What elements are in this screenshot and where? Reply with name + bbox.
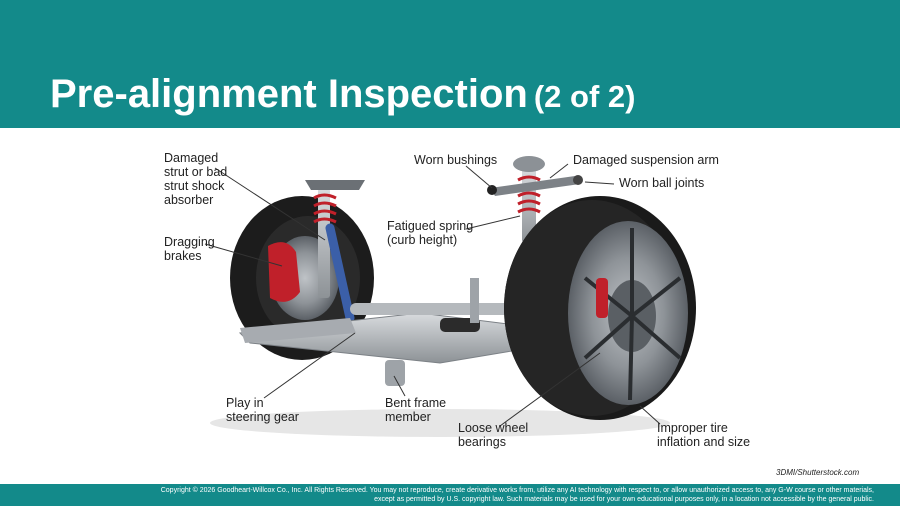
ball-joint [573,175,583,185]
left-strut-mount [305,180,365,190]
steering-rack [350,303,530,315]
suspension-figure: Damaged strut or bad strut shock absorbe… [0,128,900,488]
right-brake-caliper [596,278,608,318]
right-strut-top [513,156,545,172]
label-improper-tire: Improper tire inflation and size [657,421,751,449]
left-strut-brace [325,223,355,323]
label-fatigued-spring: Fatigued spring (curb height) [387,219,474,247]
label-worn-ball-joints: Worn ball joints [619,176,705,190]
title-bar: Pre-alignment Inspection(2 of 2) [0,0,900,128]
lower-control-arm-left [240,318,356,343]
label-bent-frame-member: Bent frame member [385,396,447,424]
label-play-in-steering-gear: Play in steering gear [226,396,299,424]
copyright-line-2: except as permitted by U.S. copyright la… [374,496,874,503]
copyright-notice: Copyright © 2026 Goodheart-Willcox Co., … [14,486,874,504]
bent-frame-member [385,360,405,386]
label-damaged-strut: Damaged strut or bad strut shock absorbe… [164,151,228,207]
suspension-illustration [204,156,696,437]
footer-bar: Copyright © 2026 Goodheart-Willcox Co., … [0,484,900,506]
left-strut-body [318,188,330,298]
left-brake-caliper [268,242,300,302]
bushing [487,185,497,195]
label-loose-wheel-bearings: Loose wheel bearings [458,421,529,449]
slide-title: Pre-alignment Inspection(2 of 2) [50,70,635,121]
slide-subtitle: (2 of 2) [533,79,636,114]
slide-title-text: Pre-alignment Inspection [50,72,528,116]
label-dragging-brakes: Dragging brakes [164,235,215,263]
label-damaged-suspension-arm: Damaged suspension arm [573,153,719,167]
right-rim-spokes [583,228,682,401]
label-worn-bushings: Worn bushings [414,153,498,167]
image-credit: 3DMI/Shutterstock.com [776,468,860,477]
steering-column [470,278,479,323]
left-coil-spring [313,193,337,224]
ground-shadow [210,409,670,437]
copyright-line-1: Copyright © 2026 Goodheart-Willcox Co., … [160,487,874,494]
callout-lines [204,163,661,427]
upper-suspension-arm [490,176,580,196]
